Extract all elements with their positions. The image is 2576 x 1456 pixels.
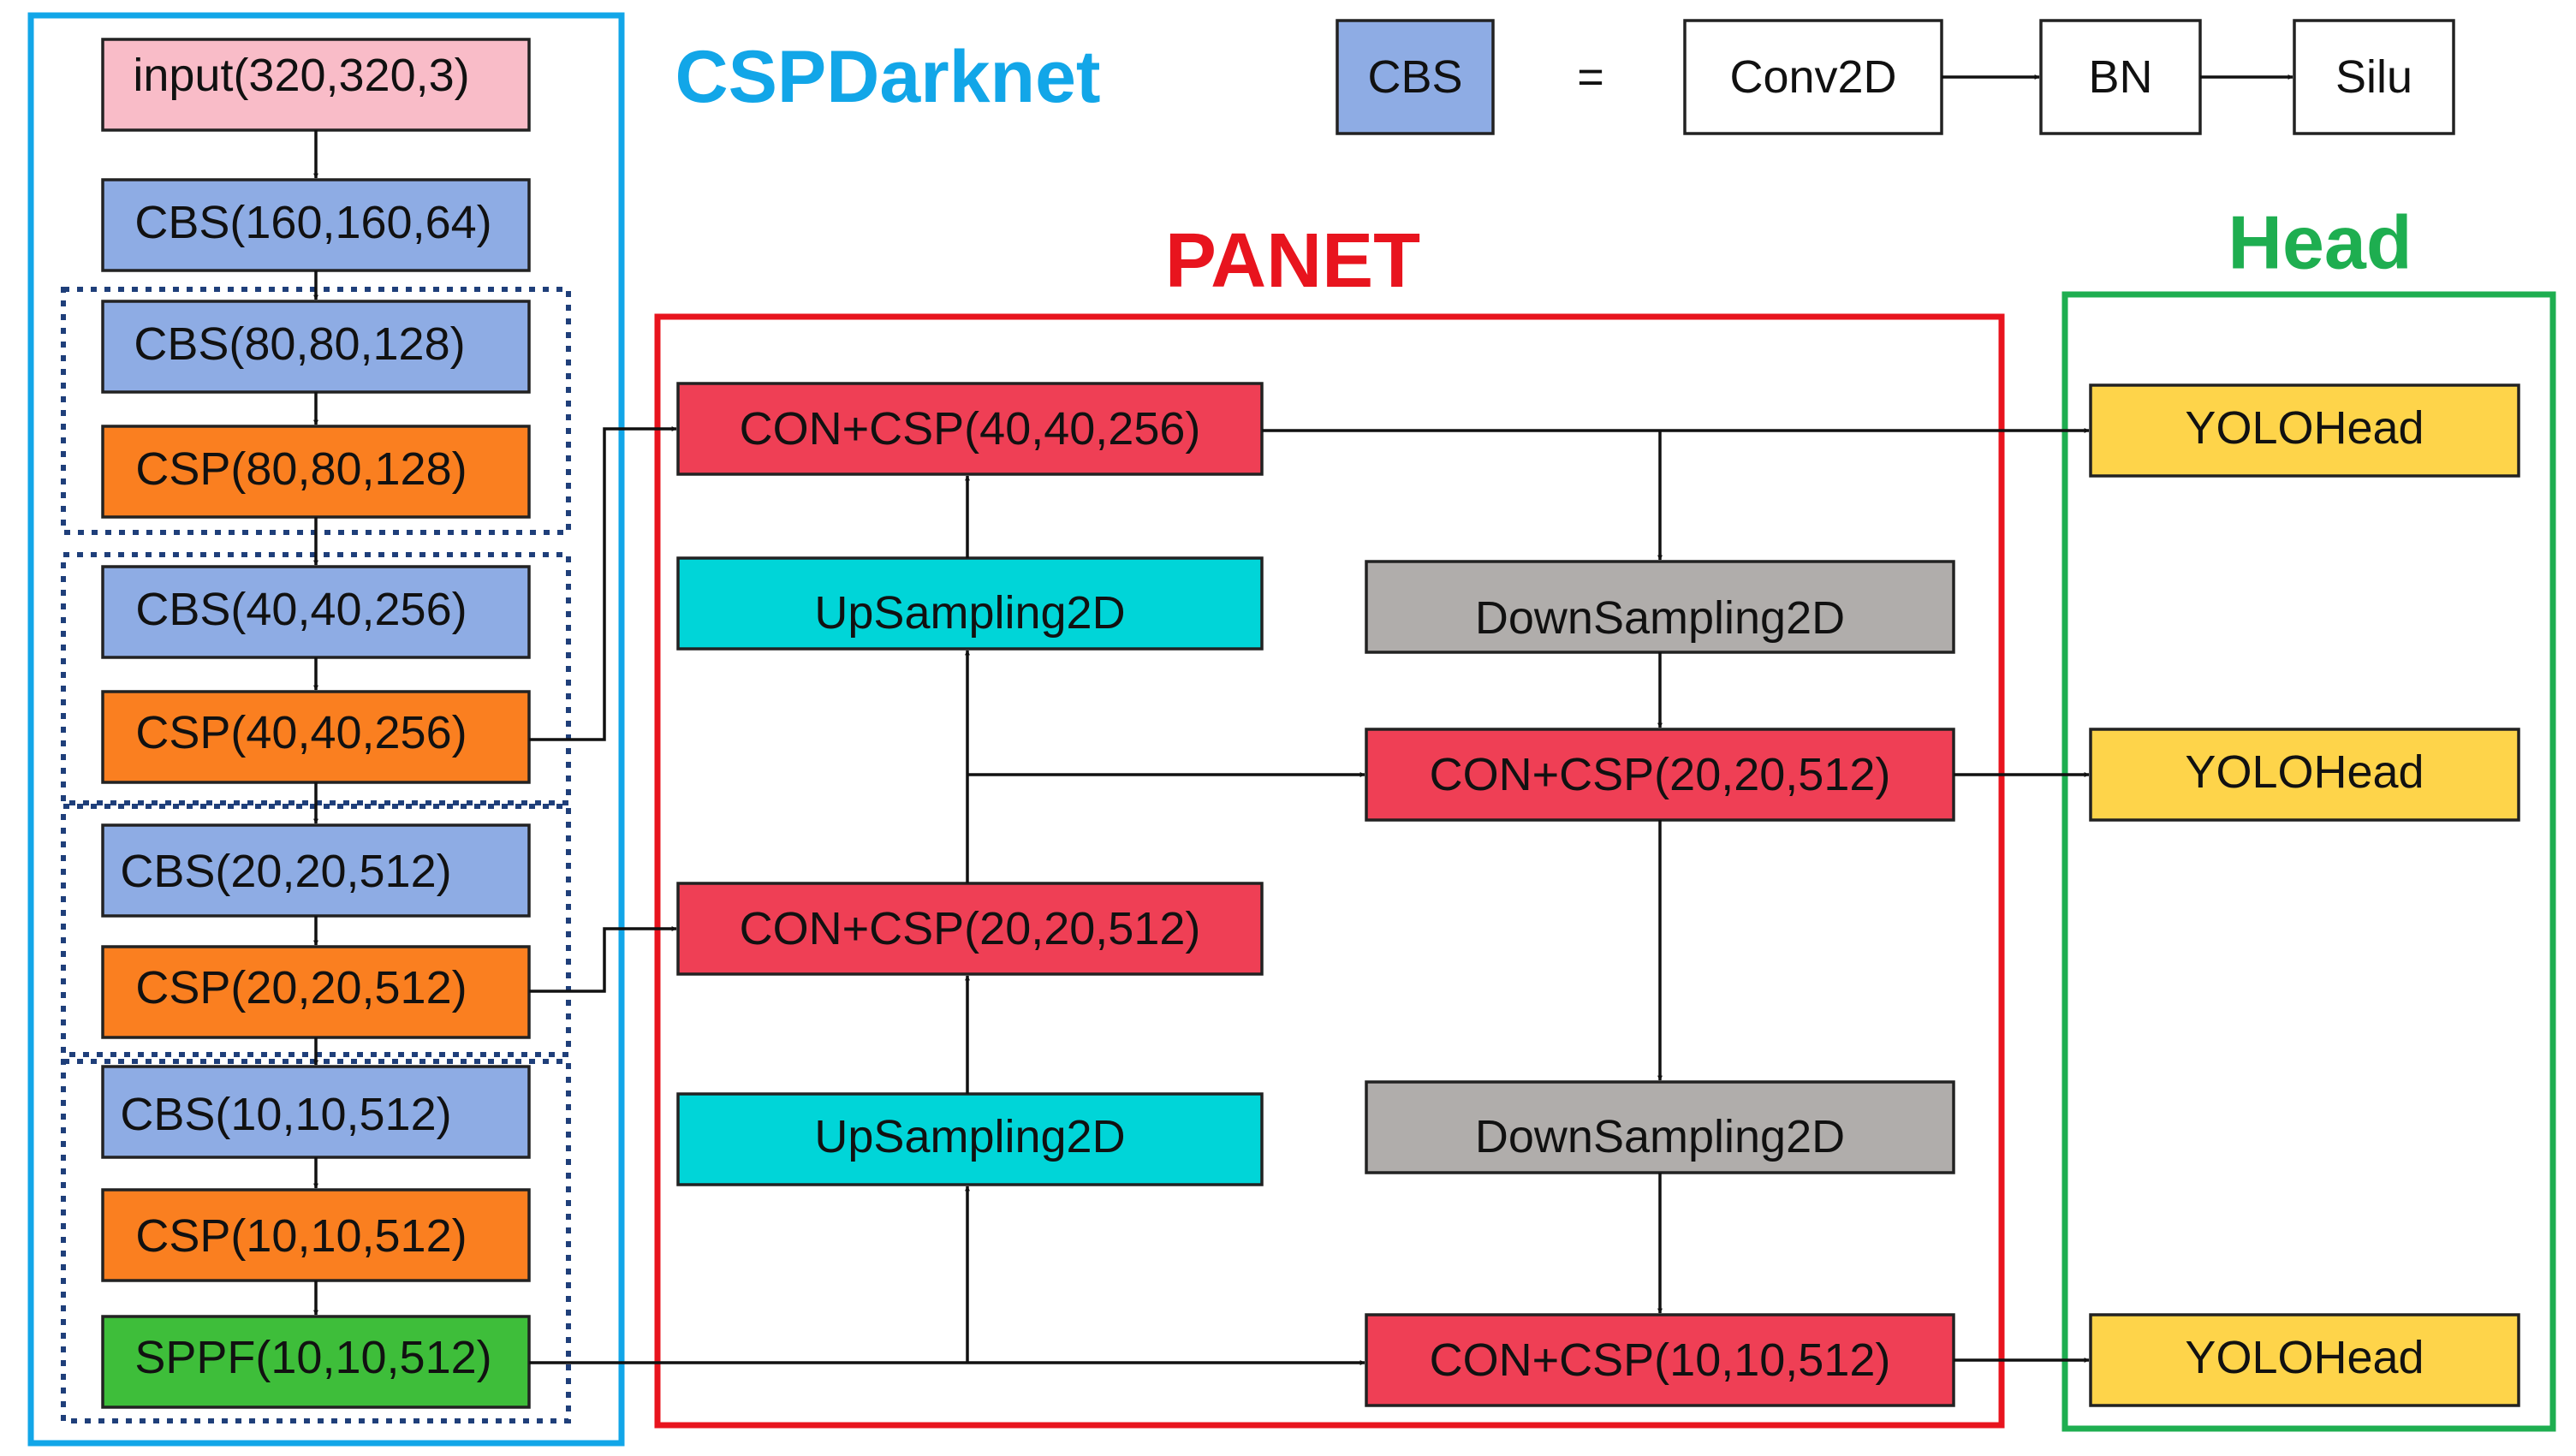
csp-node-5 [101, 1188, 531, 1282]
downsampling-top-node-label: DownSampling2D [1475, 592, 1845, 644]
yolohead-node-3-label: YOLOHead [2185, 1332, 2424, 1383]
cbs-node-4 [101, 823, 531, 918]
yolohead-node-3 [2089, 1313, 2520, 1407]
sppf-node [101, 1315, 531, 1409]
con-csp-bottom-node [1365, 1313, 1955, 1407]
legend-cbs-box [1336, 19, 1495, 135]
cbs-node-2 [101, 300, 531, 394]
edge-csp4-to-con-csp-mid-left [529, 926, 677, 993]
panet-title: PANET [1165, 218, 1420, 304]
con-csp-mid-right-node-label: CON+CSP(20,20,512) [1430, 749, 1891, 800]
cbs-node-1-label: CBS(160,160,64) [134, 197, 491, 248]
panet-frame [654, 313, 2005, 1429]
con-csp-top-node-label: CON+CSP(40,40,256) [740, 403, 1201, 455]
legend-silu-label: Silu [2335, 51, 2412, 103]
csp-node-4-label: CSP(20,20,512) [135, 962, 467, 1013]
yolohead-node-1-label: YOLOHead [2185, 402, 2424, 454]
input-node [101, 38, 531, 132]
upsampling-top-node [676, 556, 1264, 651]
yolohead-node-1 [2089, 383, 2520, 478]
head-title: Head [2228, 200, 2412, 285]
head-frame [2061, 291, 2556, 1432]
cspdarknet-title: CSPDarknet [675, 36, 1100, 118]
csp-node-3-label: CSP(40,40,256) [135, 707, 467, 758]
edge-csp3-to-con-csp-top [529, 426, 677, 741]
con-csp-mid-left-node-label: CON+CSP(20,20,512) [740, 903, 1201, 954]
upsampling-top-node-label: UpSampling2D [814, 587, 1125, 639]
csp-node-3 [101, 690, 531, 784]
csp-node-5-label: CSP(10,10,512) [135, 1210, 467, 1262]
downsampling-bottom-node-label: DownSampling2D [1475, 1111, 1845, 1162]
cbs-node-2-label: CBS(80,80,128) [134, 318, 465, 370]
cbs-node-1 [101, 178, 531, 272]
csp-node-2-label: CSP(80,80,128) [135, 443, 467, 495]
legend-conv2d-label: Conv2D [1729, 51, 1896, 103]
legend-cbs-label: CBS [1367, 51, 1462, 103]
legend-bn-label: BN [2088, 51, 2152, 103]
cbs-node-3-label: CBS(40,40,256) [135, 584, 467, 635]
cbs-node-5-label: CBS(10,10,512) [120, 1089, 451, 1140]
con-csp-mid-left-node [676, 882, 1264, 976]
cspdarknet-frame [27, 12, 625, 1447]
legend-silu-box [2293, 19, 2455, 135]
input-node-label: input(320,320,3) [133, 50, 469, 101]
con-csp-top-node [676, 382, 1264, 476]
cbs-legend: CBS = Conv2D BN Silu [1336, 19, 2455, 135]
yolohead-node-2 [2089, 728, 2520, 822]
con-csp-bottom-node-label: CON+CSP(10,10,512) [1430, 1334, 1891, 1386]
downsampling-top-node [1365, 560, 1955, 654]
csp-node-2 [101, 425, 531, 519]
legend-equals-sign: = [1577, 51, 1604, 103]
upsampling-bottom-node [676, 1092, 1264, 1186]
sppf-node-label: SPPF(10,10,512) [134, 1332, 491, 1383]
upsampling-bottom-node-label: UpSampling2D [814, 1111, 1125, 1162]
yolohead-node-2-label: YOLOHead [2185, 746, 2424, 798]
cbs-node-4-label: CBS(20,20,512) [120, 846, 451, 897]
